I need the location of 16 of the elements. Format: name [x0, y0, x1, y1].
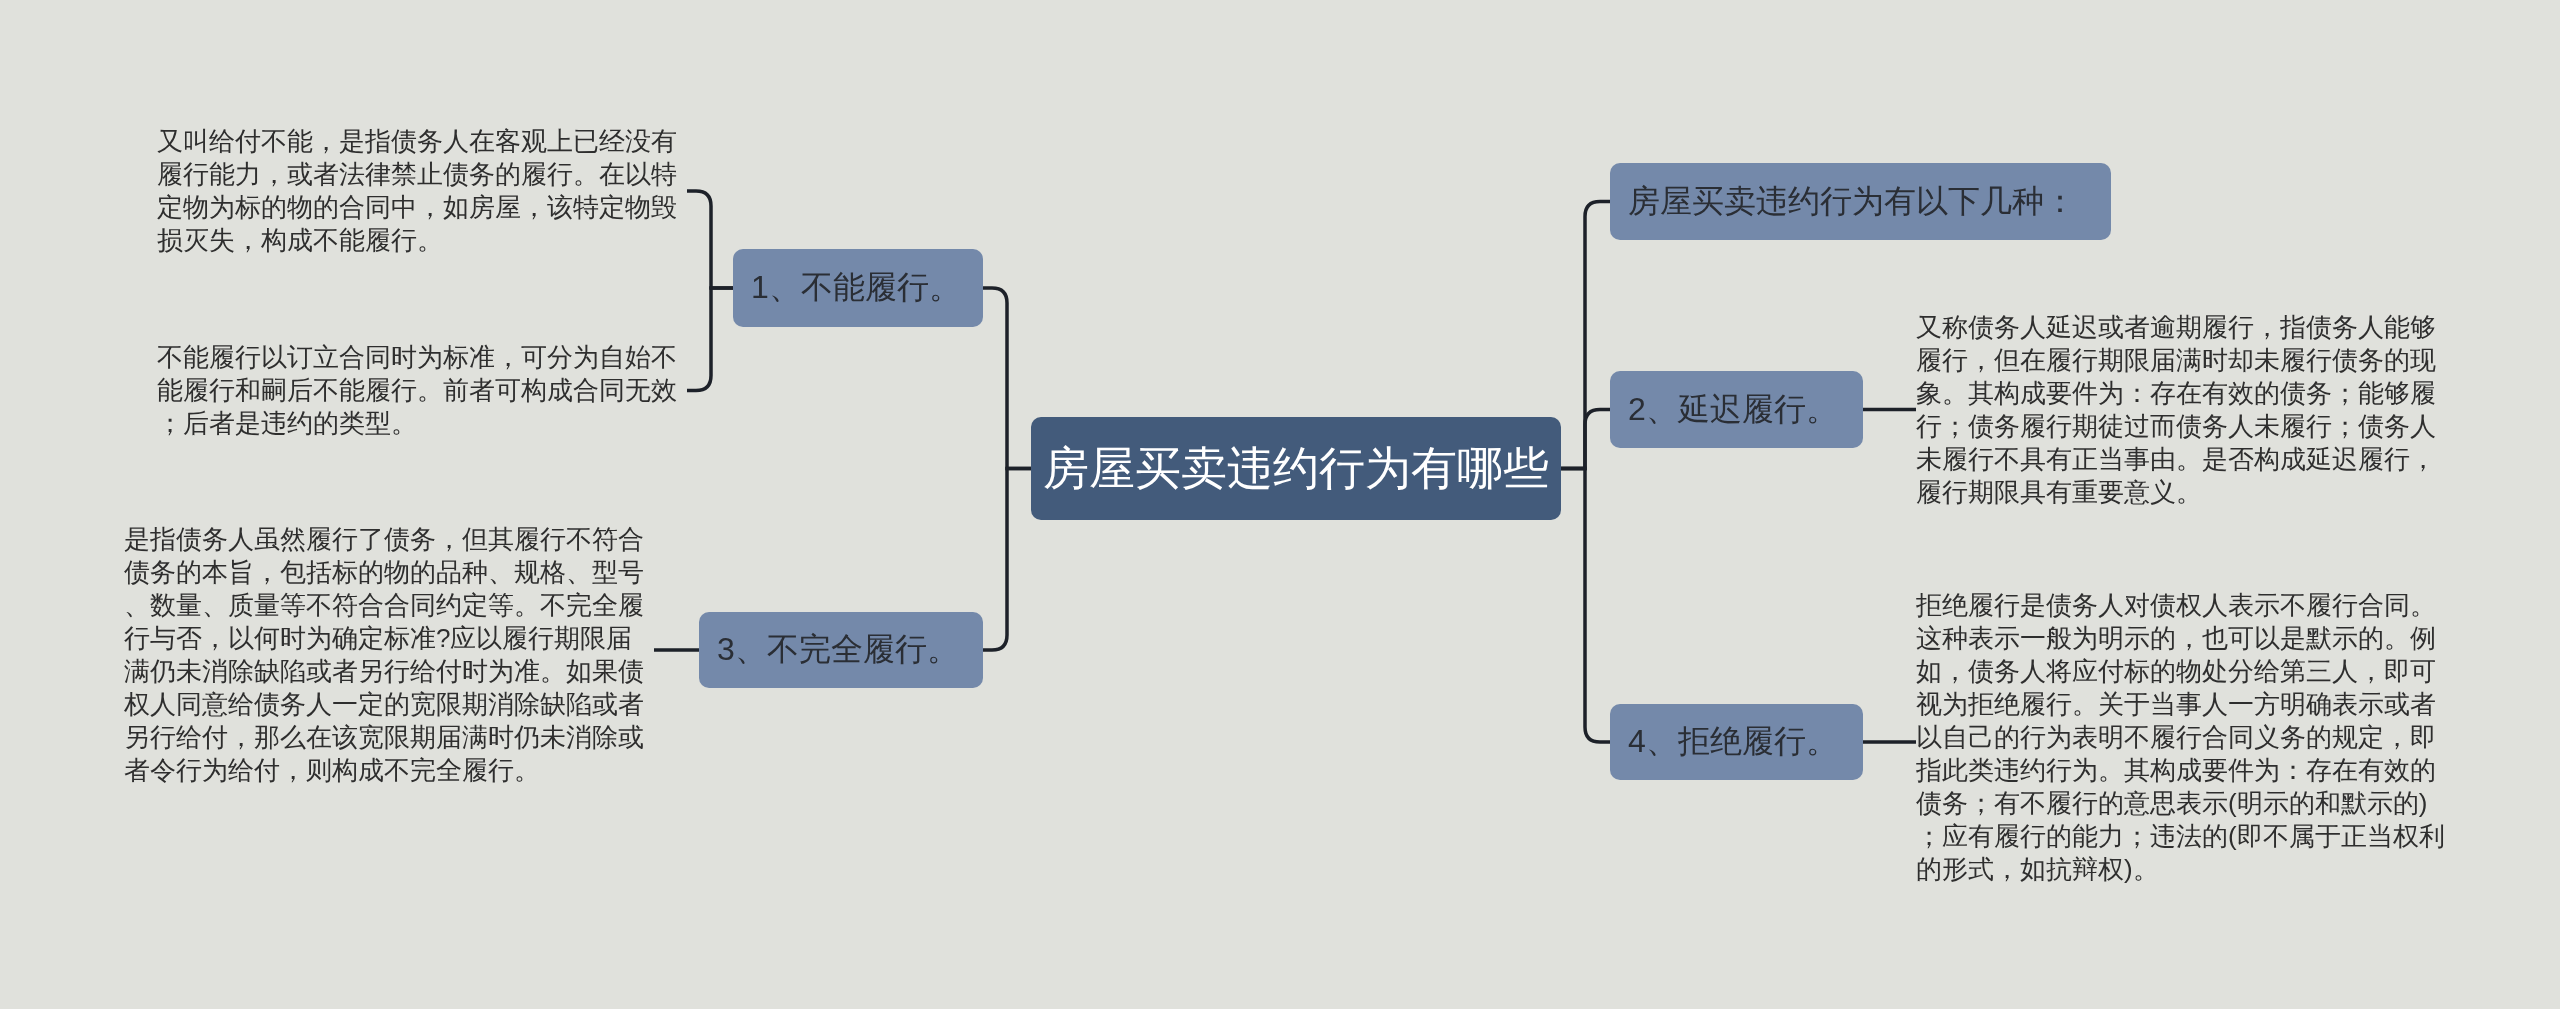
note-text: 是指债务人虽然履行了债务，但其履行不符合债务的本旨，包括标的物的品种、规格、型号、数量、质量等不符合合同约定等。不完全履行与否，以何时为确定标准?应以履行期限届满仍未消除缺陷或者另行给付时为准。如果债权人同意给债务人一定的宽限期消除缺陷或者另行给付，那么在该宽限期届满时仍未消除或者令行为给付，则构成不完全履行。 [124, 523, 654, 787]
connector-line [1863, 740, 1916, 744]
subtopic-box: 1、不能履行。 [733, 249, 983, 327]
subtopic-box: 4、拒绝履行。 [1610, 704, 1863, 780]
topic-box: 房屋买卖违约行为有哪些 [1031, 417, 1561, 520]
note-text: 又叫给付不能，是指债务人在客观上已经没有履行能力，或者法律禁止债务的履行。在以特定物为标的物的合同中，如房屋，该特定物毁损灭失，构成不能履行。 [157, 125, 687, 257]
connector-line [1561, 466, 1610, 744]
connector-line [983, 466, 1031, 652]
subtopic-box: 3、不完全履行。 [699, 612, 983, 688]
subtopic-box: 2、延迟履行。 [1610, 371, 1863, 448]
note-text: 不能履行以订立合同时为标准，可分为自始不能履行和嗣后不能履行。前者可构成合同无效；后者是违约的类型。 [157, 341, 687, 440]
subtopic-box: 房屋买卖违约行为有以下几种： [1610, 163, 2111, 240]
connector-line [654, 648, 699, 652]
note-text: 又称债务人延迟或者逾期履行，指债务人能够履行，但在履行期限届满时却未履行债务的现象。其构成要件为：存在有效的债务；能够履行；债务履行期徒过而债务人未履行；债务人未履行不具有正当事由。是否构成延迟履行，履行期限具有重要意义。 [1916, 311, 2446, 509]
connector-line [1863, 407, 1916, 412]
note-text: 拒绝履行是债务人对债权人表示不履行合同。这种表示一般为明示的，也可以是默示的。例如，债务人将应付标的物处分给第三人，即可视为拒绝履行。关于当事人一方明确表示或者以自己的行为表明不履行合同义务的规定，即指此类违约行为。其构成要件为：存在有效的债务；有不履行的意思表示(明示的和默示的)；应有履行的能力；违法的(即不属于正当权利的形式，如抗辩权)。 [1916, 589, 2446, 886]
